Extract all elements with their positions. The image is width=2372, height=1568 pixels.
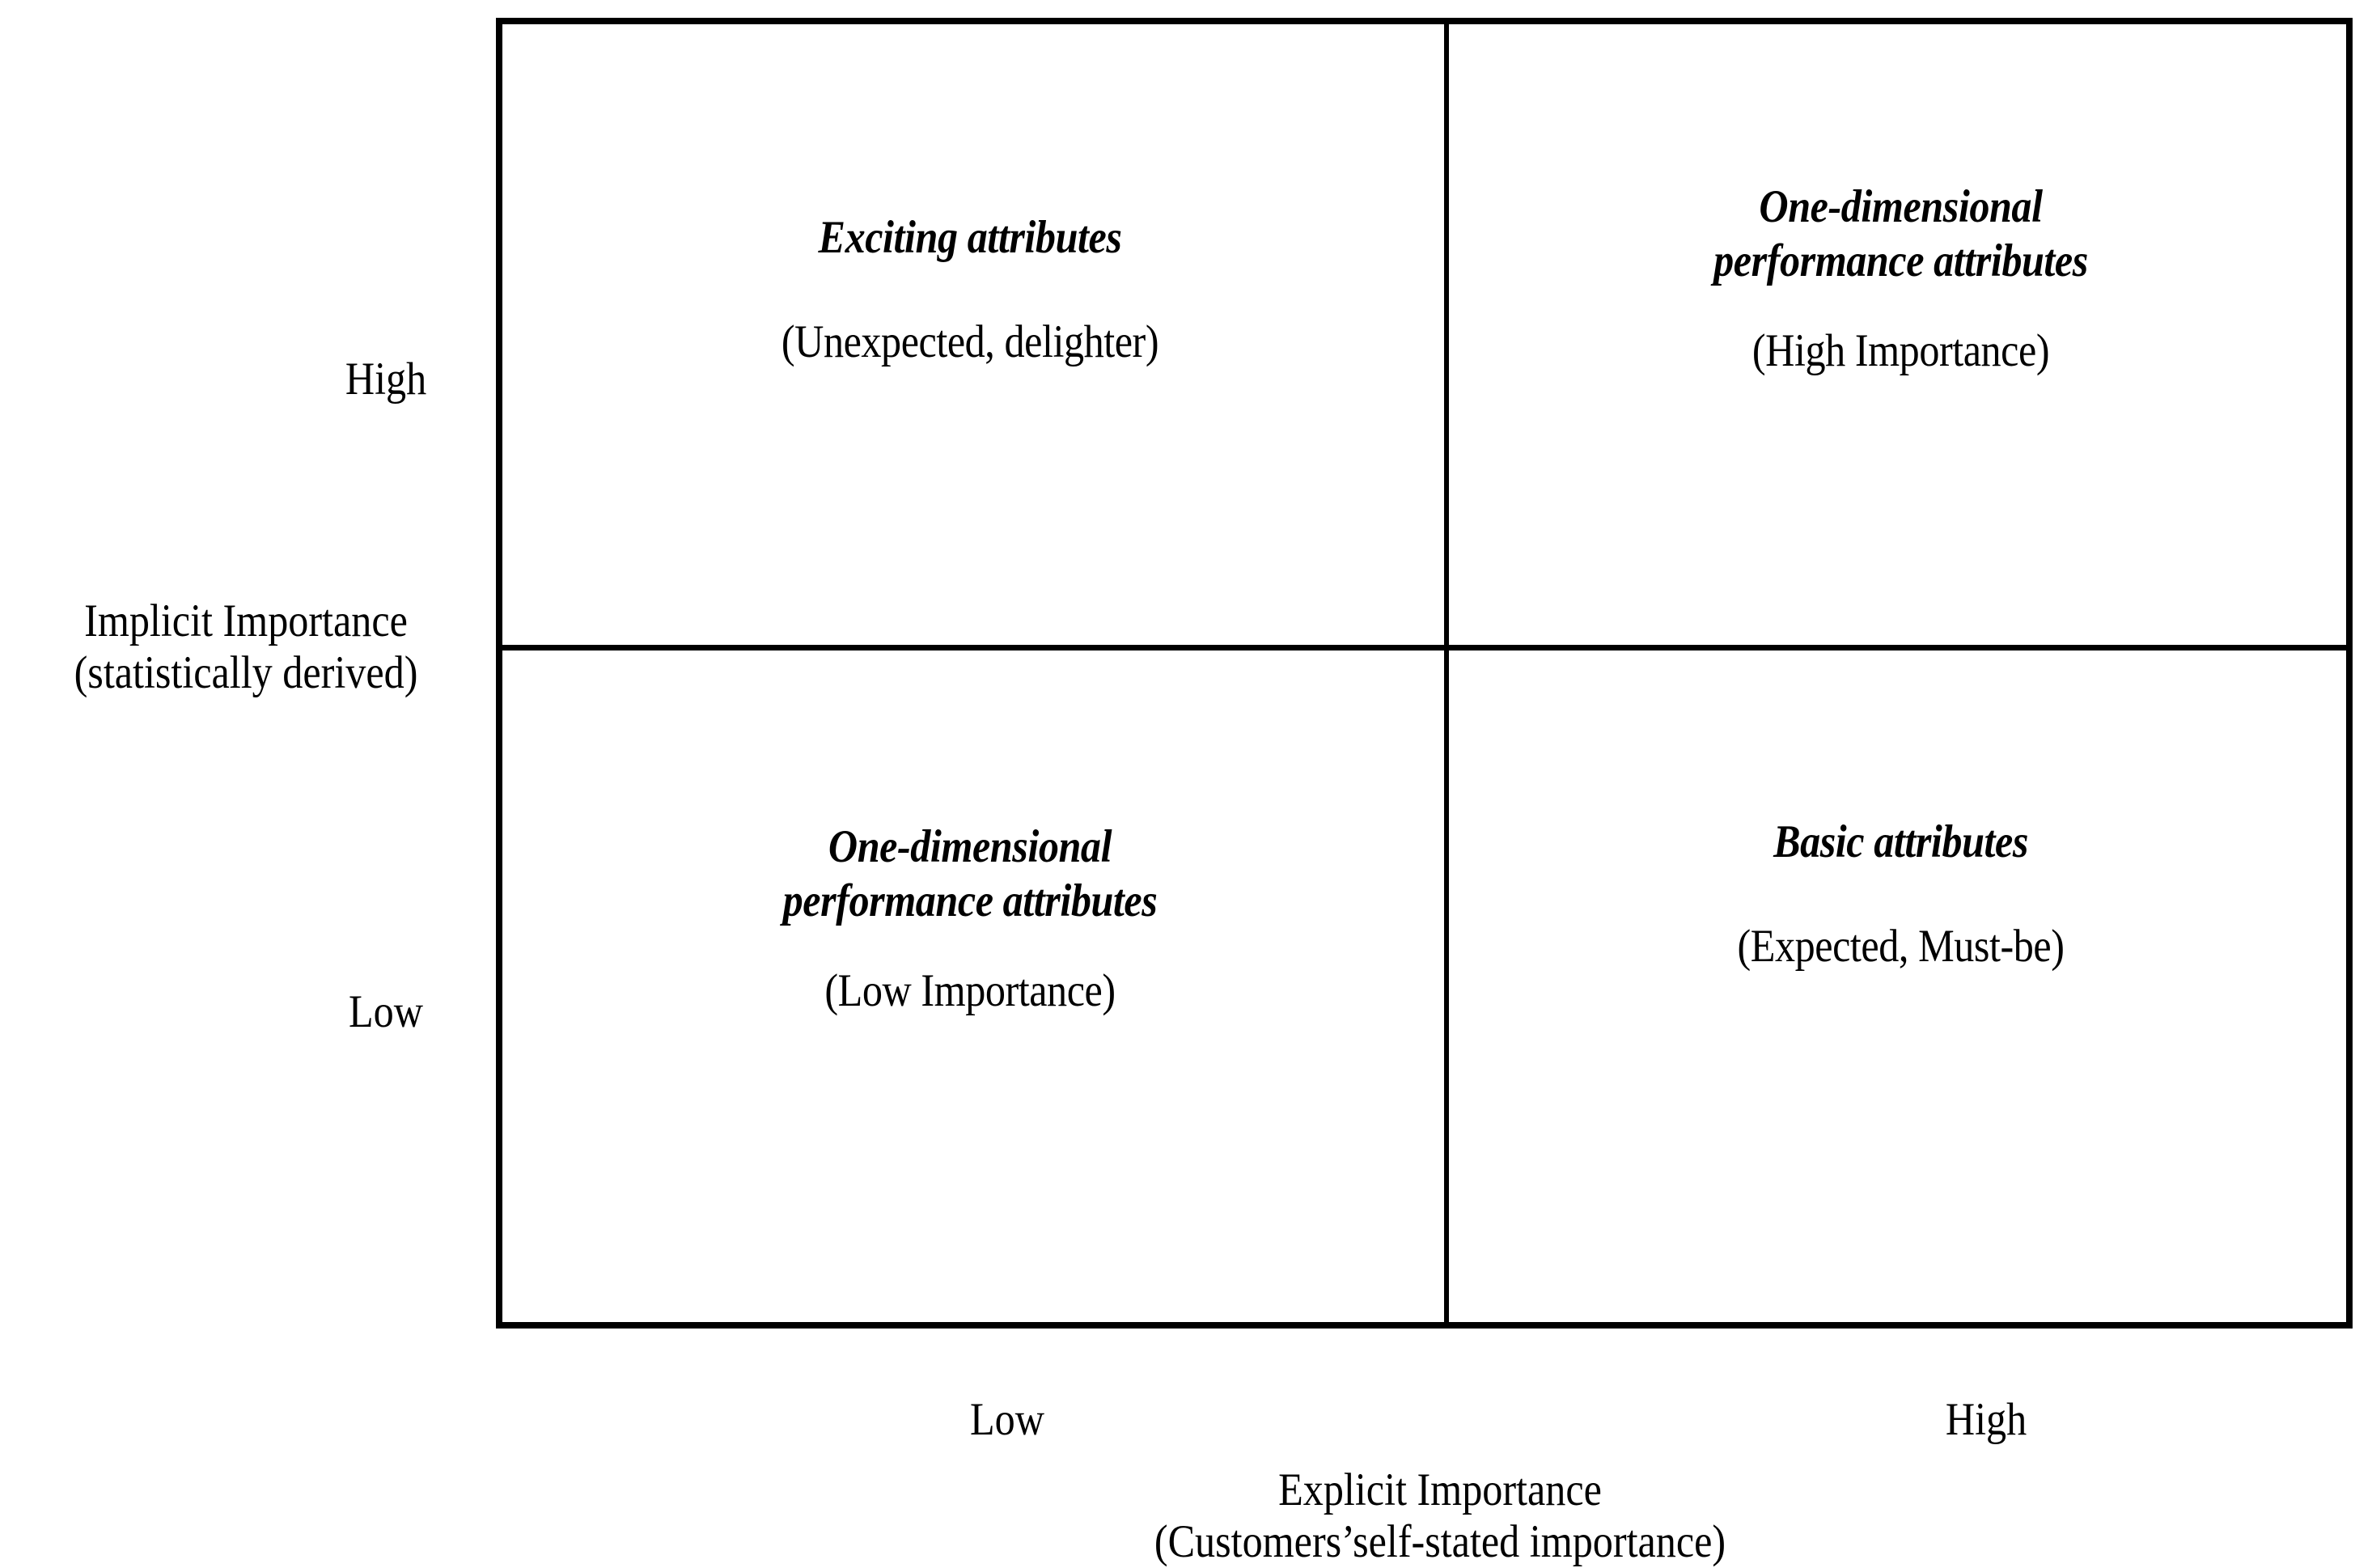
y-axis-tick-high: High xyxy=(345,354,427,405)
quadrant-bottom-right-title: Basic attributes xyxy=(1773,816,2028,867)
quadrant-top-right-title-line1: One-dimensional xyxy=(1759,181,2043,232)
quadrant-top-left: Exciting attributes (Unexpected, delight… xyxy=(496,214,1444,365)
x-axis-title-line2: (Customers’self-stated importance) xyxy=(1154,1515,1726,1567)
quadrant-bottom-left: One-dimensional performance attributes (… xyxy=(496,820,1444,1014)
y-axis-title-line1: Implicit Importance xyxy=(84,595,408,646)
quadrant-bottom-right: Basic attributes (Expected, Must-be) xyxy=(1449,819,2353,969)
quadrant-bottom-left-title: One-dimensional performance attributes xyxy=(553,820,1387,929)
quadrant-bottom-right-subtitle: (Expected, Must-be) xyxy=(1737,921,2065,972)
matrix-vertical-divider xyxy=(1444,18,1449,1329)
matrix-outer-frame xyxy=(496,18,2353,1329)
y-axis-title-line2: (statistically derived) xyxy=(74,646,418,698)
quadrant-bottom-left-title-line2: performance attributes xyxy=(782,875,1158,927)
y-axis-title: Implicit Importance (statistically deriv… xyxy=(32,595,460,699)
quadrant-bottom-left-subtitle: (Low Importance) xyxy=(824,964,1116,1016)
x-axis-title: Explicit Importance (Customers’self-stat… xyxy=(1013,1464,1867,1568)
x-axis-tick-low: Low xyxy=(970,1394,1044,1445)
quadrant-top-right: One-dimensional performance attributes (… xyxy=(1449,180,2353,374)
x-axis-tick-high: High xyxy=(1945,1394,2027,1445)
y-axis-tick-low: Low xyxy=(349,986,423,1037)
quadrant-bottom-left-title-line1: One-dimensional xyxy=(828,821,1112,872)
quadrant-top-right-title: One-dimensional performance attributes xyxy=(1503,180,2298,289)
matrix-horizontal-divider xyxy=(496,645,2353,651)
quadrant-top-right-title-line2: performance attributes xyxy=(1713,235,2088,287)
quadrant-top-right-subtitle: (High Importance) xyxy=(1751,324,2050,376)
x-axis-title-line1: Explicit Importance xyxy=(1278,1464,1602,1515)
quadrant-top-left-subtitle: (Unexpected, delighter) xyxy=(781,316,1159,367)
quadrant-top-left-title: Exciting attributes xyxy=(818,212,1122,263)
